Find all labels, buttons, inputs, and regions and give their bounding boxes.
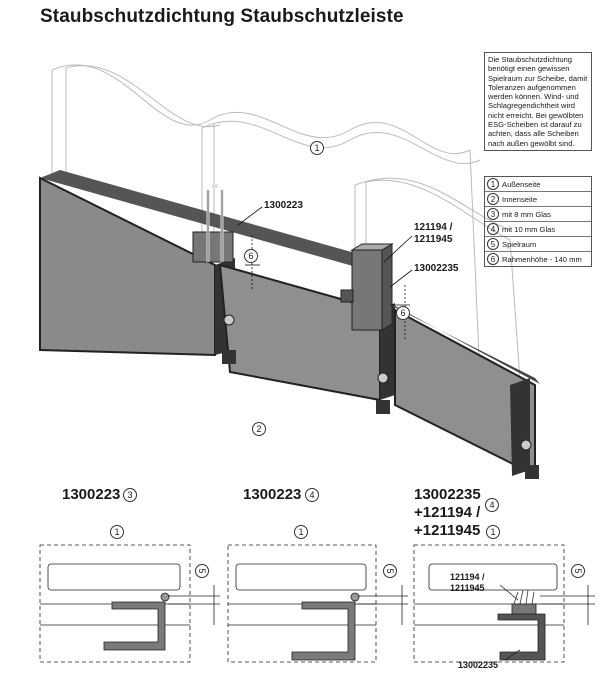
part-label-121194: 121194 / (414, 222, 453, 233)
info-note: Die Staubschutzdichtung benötigt einen g… (484, 52, 592, 151)
gap-marker-2: 5 (383, 564, 397, 578)
section-1-num: 3 (123, 488, 137, 502)
marker-outside: 1 (310, 141, 324, 155)
section-3-code-3: +1211945 (414, 522, 481, 539)
legend-text: Rahmenhöhe - 140 mm (502, 254, 582, 264)
section-3-callout-b: 1211945 (450, 583, 485, 593)
gap-marker-1: 5 (195, 564, 209, 578)
legend-text: Außenseite (502, 179, 541, 189)
legend-number: 4 (487, 223, 499, 235)
section-2-code: 1300223 (243, 486, 302, 503)
section-3-callout-a: 121194 / (450, 572, 485, 582)
marker-6b: 6 (396, 306, 410, 320)
legend-number: 3 (487, 208, 499, 220)
frame-profiles (39, 170, 540, 479)
marker-inside: 2 (252, 422, 266, 436)
legend-text: mit 10 mm Glas (502, 224, 556, 234)
legend-text: mit 8 mm Glas (502, 209, 551, 219)
section-2-top: 1 (294, 525, 308, 539)
part-label-13002235: 13002235 (414, 263, 459, 274)
legend-number: 6 (487, 253, 499, 265)
legend-number: 5 (487, 238, 499, 250)
callout-lines (237, 206, 413, 340)
section-3-code-2: +121194 / (414, 504, 481, 521)
legend-number: 2 (487, 193, 499, 205)
legend-number: 1 (487, 178, 499, 190)
section-3-num: 4 (485, 498, 499, 512)
part-label-1300223: 1300223 (264, 200, 303, 211)
section-1-code: 1300223 (62, 486, 121, 503)
part-label-1211945: 1211945 (414, 234, 453, 245)
section-3-callout-c: 13002235 (458, 660, 499, 670)
gap-marker-3: 5 (571, 564, 585, 578)
marker-6a: 6 (244, 249, 258, 263)
section-3-code-1: 13002235 (414, 486, 481, 503)
legend-text: Innenseite (502, 194, 538, 204)
page-title: Staubschutzdichtung Staubschutzleiste (40, 6, 404, 27)
legend-text: Spielraum (502, 239, 537, 249)
section-3-top: 1 (486, 525, 500, 539)
seal-profiles (192, 184, 394, 331)
section-1-top: 1 (110, 525, 124, 539)
section-2-num: 4 (305, 488, 319, 502)
